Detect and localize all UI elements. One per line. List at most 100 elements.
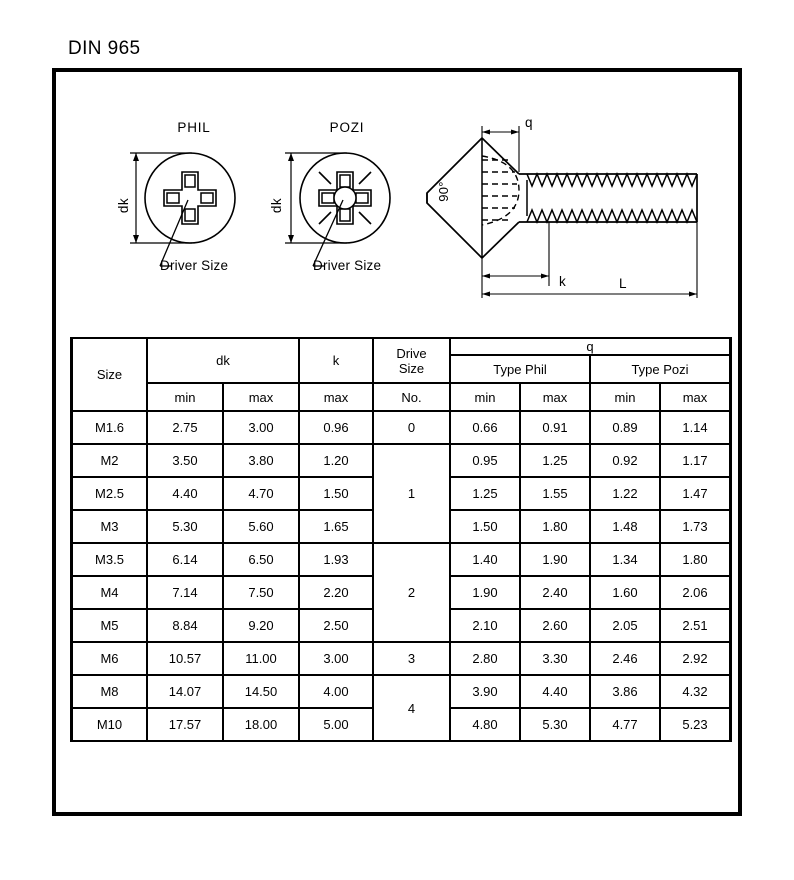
cell-pozi-min: 3.86 xyxy=(589,674,661,709)
cell-k-max: 4.00 xyxy=(298,674,374,709)
cell-size: M2 xyxy=(70,443,148,478)
pozi-head-svg xyxy=(285,152,391,267)
cell-dk-min: 6.14 xyxy=(146,542,224,577)
cell-pozi-min: 1.48 xyxy=(589,509,661,544)
cell-size: M4 xyxy=(70,575,148,610)
phil-head-svg xyxy=(130,152,236,267)
cell-phil-min: 0.66 xyxy=(449,410,521,445)
cell-dk-max: 5.60 xyxy=(222,509,300,544)
cell-k-max: 2.20 xyxy=(298,575,374,610)
cell-dk-min: 14.07 xyxy=(146,674,224,709)
header-row-sub: min max max No. min max min max xyxy=(72,382,732,412)
cell-pozi-max: 1.73 xyxy=(659,509,732,544)
cell-k-max: 3.00 xyxy=(298,641,374,676)
cell-phil-min: 3.90 xyxy=(449,674,521,709)
pozi-head-diagram: POZI dk Driver Size xyxy=(267,120,447,285)
cell-pozi-max: 2.92 xyxy=(659,641,732,676)
page-title: DIN 965 xyxy=(68,38,141,59)
q-dimension-label: q xyxy=(525,115,533,130)
header-pozi-min: min xyxy=(589,382,661,412)
header-size: Size xyxy=(70,337,148,412)
specification-table: Size dk k Drive Size q Type Phil Type Po… xyxy=(70,337,732,742)
cell-phil-max: 2.60 xyxy=(519,608,591,643)
cell-size: M2.5 xyxy=(70,476,148,511)
header-phil-min: min xyxy=(449,382,521,412)
table-header: Size dk k Drive Size q Type Phil Type Po… xyxy=(70,337,732,412)
cell-size: M3 xyxy=(70,509,148,544)
header-drive-no: No. xyxy=(372,382,451,412)
cell-k-max: 5.00 xyxy=(298,707,374,742)
header-pozi-max: max xyxy=(659,382,732,412)
header-k-max: max xyxy=(298,382,374,412)
cell-size: M5 xyxy=(70,608,148,643)
cell-phil-min: 1.25 xyxy=(449,476,521,511)
cell-phil-max: 1.80 xyxy=(519,509,591,544)
phil-head-diagram: PHIL dk Driver Size xyxy=(112,120,292,285)
phil-driver-size-label: Driver Size xyxy=(160,258,229,273)
l-dimension-label: L xyxy=(619,276,627,291)
cell-dk-max: 4.70 xyxy=(222,476,300,511)
cell-phil-min: 0.95 xyxy=(449,443,521,478)
cell-phil-max: 1.55 xyxy=(519,476,591,511)
cell-k-max: 2.50 xyxy=(298,608,374,643)
pozi-dk-dimension-label: dk xyxy=(269,197,285,214)
cell-dk-min: 10.57 xyxy=(146,641,224,676)
cell-size: M6 xyxy=(70,641,148,676)
cell-pozi-max: 1.17 xyxy=(659,443,732,478)
phil-view-label: PHIL xyxy=(177,120,211,135)
header-phil-max: max xyxy=(519,382,591,412)
cell-dk-max: 3.80 xyxy=(222,443,300,478)
cell-pozi-min: 1.60 xyxy=(589,575,661,610)
cell-dk-min: 5.30 xyxy=(146,509,224,544)
cell-pozi-min: 2.46 xyxy=(589,641,661,676)
header-k: k xyxy=(298,337,374,384)
cell-pozi-max: 1.47 xyxy=(659,476,732,511)
pozi-driver-size-label: Driver Size xyxy=(313,258,382,273)
header-q: q xyxy=(449,337,732,356)
cell-k-max: 1.50 xyxy=(298,476,374,511)
cell-pozi-max: 4.32 xyxy=(659,674,732,709)
cell-pozi-max: 5.23 xyxy=(659,707,732,742)
header-drive-size-line1: Drive xyxy=(396,345,427,361)
countersink-angle-label: 90° xyxy=(435,181,451,202)
cell-drive-size: 0 xyxy=(372,410,451,445)
cell-phil-min: 2.80 xyxy=(449,641,521,676)
cell-dk-min: 4.40 xyxy=(146,476,224,511)
cell-size: M10 xyxy=(70,707,148,742)
cell-phil-max: 0.91 xyxy=(519,410,591,445)
cell-pozi-min: 0.89 xyxy=(589,410,661,445)
header-drive-size: Drive Size xyxy=(372,337,451,384)
cell-k-max: 1.20 xyxy=(298,443,374,478)
screw-side-view: 90° q k L xyxy=(407,108,737,308)
cell-pozi-min: 2.05 xyxy=(589,608,661,643)
technical-drawings: PHIL dk Driver Size xyxy=(52,68,742,328)
screw-side-svg xyxy=(426,126,698,298)
cell-phil-max: 1.90 xyxy=(519,542,591,577)
cell-pozi-min: 4.77 xyxy=(589,707,661,742)
header-dk-min: min xyxy=(146,382,224,412)
cell-k-max: 0.96 xyxy=(298,410,374,445)
header-type-phil: Type Phil xyxy=(449,354,591,384)
cell-k-max: 1.93 xyxy=(298,542,374,577)
cell-pozi-min: 1.34 xyxy=(589,542,661,577)
cell-pozi-min: 0.92 xyxy=(589,443,661,478)
cell-phil-min: 1.50 xyxy=(449,509,521,544)
cell-phil-min: 1.90 xyxy=(449,575,521,610)
header-row-mid: Type Phil Type Pozi xyxy=(72,354,732,384)
cell-phil-max: 3.30 xyxy=(519,641,591,676)
header-row-top: Size dk k Drive Size q xyxy=(70,337,732,412)
cell-size: M8 xyxy=(70,674,148,709)
header-drive-size-line2: Size xyxy=(398,360,425,376)
cell-dk-min: 7.14 xyxy=(146,575,224,610)
header-type-pozi: Type Pozi xyxy=(589,354,732,384)
cell-size: M3.5 xyxy=(70,542,148,577)
cell-phil-max: 2.40 xyxy=(519,575,591,610)
cell-pozi-max: 1.80 xyxy=(659,542,732,577)
